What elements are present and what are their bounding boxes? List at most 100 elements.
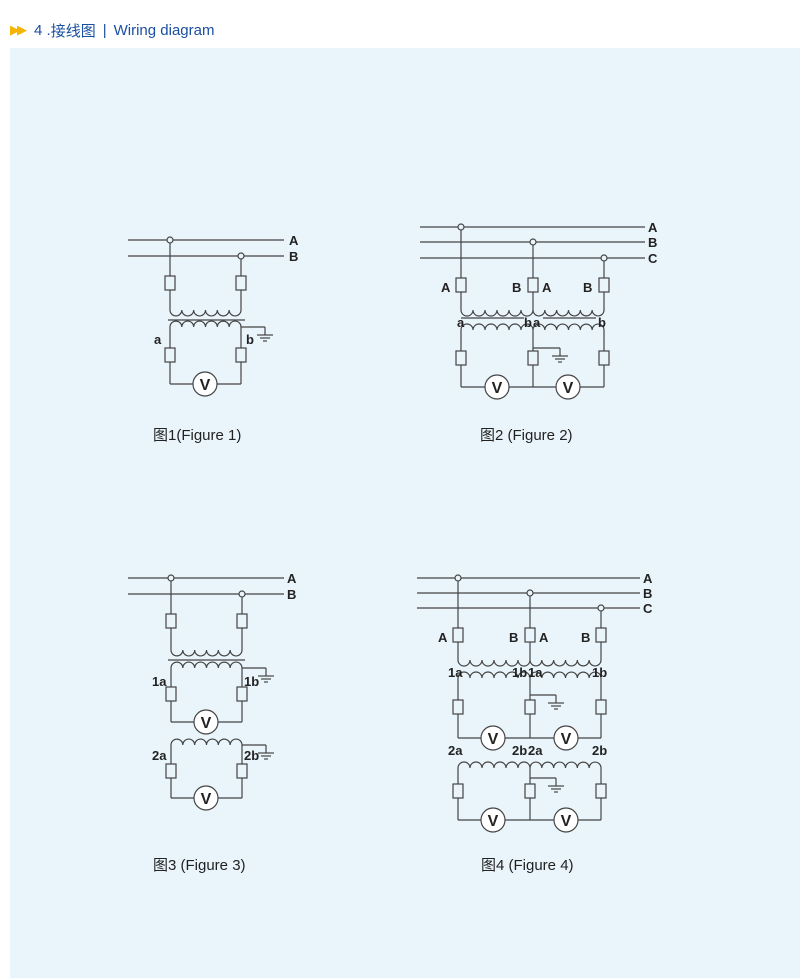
terminal-label: A xyxy=(438,630,448,645)
voltmeter-label: V xyxy=(488,813,499,830)
fuse-icon xyxy=(164,275,176,291)
terminal-label: 2a xyxy=(528,743,543,758)
voltmeter-icon xyxy=(192,371,218,397)
terminal-label: 1a xyxy=(448,665,463,680)
voltmeter-icon xyxy=(193,709,219,735)
phase-label: A xyxy=(287,571,297,586)
terminal-label: A xyxy=(542,280,552,295)
phase-label: A xyxy=(289,233,299,248)
fuse-icon xyxy=(524,627,536,643)
phase-label: B xyxy=(287,587,296,602)
section-title-cn: 接线图 xyxy=(50,22,96,40)
section-number: 4 . xyxy=(34,21,51,39)
voltmeter-label: V xyxy=(492,380,503,397)
terminal-label: 2a xyxy=(448,743,463,758)
fuse-icon xyxy=(598,277,610,293)
terminal-label: B xyxy=(509,630,518,645)
figure-caption: 图4 (Figure 4) xyxy=(481,857,574,874)
winding-coil xyxy=(170,738,243,746)
winding-coil xyxy=(529,671,602,679)
terminal-label: B xyxy=(583,280,592,295)
winding-coil xyxy=(460,309,534,317)
winding-coil xyxy=(169,320,242,328)
fuse-icon xyxy=(527,277,539,293)
winding-coil xyxy=(169,309,242,317)
fuse-icon xyxy=(452,627,464,643)
winding-coil xyxy=(529,761,602,769)
terminal-label: a xyxy=(533,315,541,330)
terminal-label: a xyxy=(154,332,162,347)
fuse-icon xyxy=(455,350,467,366)
fuse-icon xyxy=(595,783,607,799)
terminal-label: 2b xyxy=(592,743,607,758)
fuse-icon xyxy=(235,275,247,291)
fuse-icon xyxy=(455,277,467,293)
fuse-icon xyxy=(524,783,536,799)
terminal-label: 1b xyxy=(244,674,259,689)
winding-coil xyxy=(529,659,602,667)
junction-node xyxy=(526,589,534,597)
fuse-icon xyxy=(236,613,248,629)
fuse-icon xyxy=(452,783,464,799)
terminal-label: B xyxy=(512,280,521,295)
winding-coil xyxy=(457,659,531,667)
terminal-label: 2b xyxy=(244,748,259,763)
phase-label: C xyxy=(643,601,653,616)
winding-coil xyxy=(532,323,605,331)
phase-label: B xyxy=(289,249,298,264)
fuse-icon xyxy=(595,627,607,643)
voltmeter-icon xyxy=(484,374,510,400)
terminal-label: 1a xyxy=(152,674,167,689)
voltmeter-icon xyxy=(553,725,579,751)
voltmeter-label: V xyxy=(201,715,212,732)
junction-node xyxy=(238,590,246,598)
voltmeter-label: V xyxy=(488,731,499,748)
terminal-label: 2b xyxy=(512,743,527,758)
terminal-label: A xyxy=(441,280,451,295)
terminal-label: 1b xyxy=(592,665,607,680)
fuse-icon xyxy=(165,613,177,629)
fuse-icon xyxy=(165,763,177,779)
junction-node xyxy=(529,238,537,246)
terminal-label: B xyxy=(581,630,590,645)
terminal-label: b xyxy=(524,315,532,330)
figure-caption: 图2 (Figure 2) xyxy=(480,427,573,444)
figure-caption: 图3 (Figure 3) xyxy=(153,857,246,874)
voltmeter-icon xyxy=(480,807,506,833)
fuse-icon xyxy=(236,686,248,702)
winding-coil xyxy=(460,323,534,331)
voltmeter-label: V xyxy=(561,813,572,830)
fuse-icon xyxy=(236,763,248,779)
fuse-icon xyxy=(164,347,176,363)
section-title-en: Wiring diagram xyxy=(113,21,215,39)
terminal-label: A xyxy=(539,630,549,645)
terminal-label: a xyxy=(457,315,465,330)
junction-node xyxy=(597,604,605,612)
phase-label: B xyxy=(643,586,652,601)
fuse-icon xyxy=(598,350,610,366)
terminal-label: b xyxy=(598,315,606,330)
voltmeter-icon xyxy=(480,725,506,751)
junction-node xyxy=(600,254,608,262)
winding-coil xyxy=(170,661,243,669)
diagram-panel xyxy=(10,48,800,978)
separator: | xyxy=(102,21,107,39)
voltmeter-label: V xyxy=(200,377,211,394)
junction-node xyxy=(454,574,462,582)
voltmeter-icon xyxy=(193,785,219,811)
winding-coil xyxy=(170,649,243,657)
terminal-label: 1a xyxy=(528,665,543,680)
phase-label: B xyxy=(648,235,657,250)
terminal-label: b xyxy=(246,332,254,347)
fuse-icon xyxy=(595,699,607,715)
junction-node xyxy=(167,574,175,582)
phase-label: A xyxy=(643,571,653,586)
fuse-icon xyxy=(527,350,539,366)
fuse-icon xyxy=(452,699,464,715)
voltmeter-icon xyxy=(553,807,579,833)
junction-node xyxy=(166,236,174,244)
voltmeter-icon xyxy=(555,374,581,400)
winding-coil xyxy=(457,671,531,679)
fuse-icon xyxy=(235,347,247,363)
